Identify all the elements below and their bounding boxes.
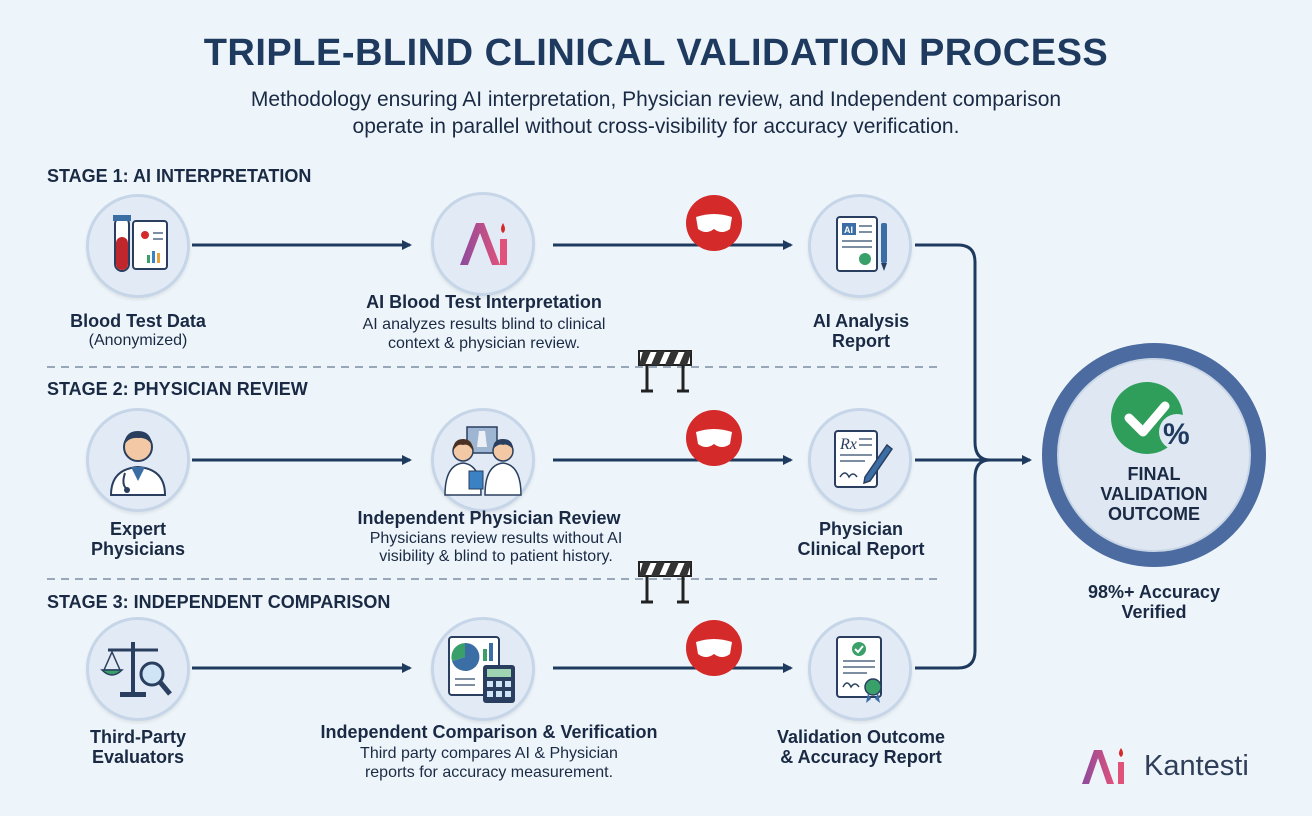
merge-bottom: [915, 458, 991, 670]
ai-report-node: AI: [808, 194, 912, 298]
validation-report-title-2: & Accuracy Report: [780, 747, 942, 767]
stage-3-label: STAGE 3: INDEPENDENT COMPARISON: [47, 592, 391, 612]
accuracy-line-1: 98%+ Accuracy: [1088, 582, 1220, 602]
physician-review-node: [431, 408, 535, 512]
comparison-title: Independent Comparison & Verification: [320, 722, 658, 742]
expert-physicians-node: [86, 408, 190, 512]
comparison-desc-1: Third party compares AI & Physician: [360, 745, 618, 762]
svg-text:AI: AI: [844, 225, 853, 235]
ai-report-title-1: AI Analysis: [812, 311, 910, 331]
physician-report-title-2: Clinical Report: [797, 539, 925, 559]
page-title: TRIPLE-BLIND CLINICAL VALIDATION PROCESS: [203, 32, 1109, 74]
physician-review-desc-2: visibility & blind to patient history.: [379, 548, 613, 565]
comparison-node: [431, 617, 535, 721]
physician-report-title: Physician Clinical Report: [797, 519, 924, 559]
brand-logo: Kantesti: [1080, 746, 1249, 786]
expert-physicians-title-1: Expert: [109, 519, 167, 539]
ai-logo-icon: [460, 223, 507, 265]
expert-physicians-title-2: Physicians: [90, 539, 186, 559]
final-outcome-ring: % FINAL VALIDATION OUTCOME: [1042, 343, 1266, 567]
physician-report-node: Rx: [808, 408, 912, 512]
stage-1-label: STAGE 1: AI INTERPRETATION: [47, 166, 312, 186]
evaluators-node: [86, 617, 190, 721]
merge-top: [915, 243, 991, 462]
ai-interpretation-desc-2: context & physician review.: [387, 335, 581, 352]
evaluators-title-2: Evaluators: [91, 747, 185, 767]
final-outcome-label: FINAL VALIDATION OUTCOME: [1079, 464, 1229, 524]
evaluators-title-1: Third-Party: [89, 727, 187, 747]
blindfold-icon: [686, 195, 742, 251]
ai-report-title: AI Analysis Report: [813, 311, 909, 351]
accuracy-line-2: Verified: [1121, 602, 1187, 622]
blood-test-sub: (Anonymized): [88, 332, 188, 349]
final-outcome-line-1: FINAL: [1127, 464, 1181, 484]
ai-report-title-2: Report: [832, 331, 890, 351]
expert-physicians-title: Expert Physicians: [91, 519, 185, 559]
ai-interpretation-desc-1: AI analyzes results blind to clinical: [362, 316, 606, 333]
physician-report-title-1: Physician: [818, 519, 904, 539]
scales-icon: [100, 642, 172, 697]
final-outcome-line-3: OUTCOME: [1108, 504, 1200, 524]
svg-text:Rx: Rx: [839, 436, 857, 453]
blood-test-title: Blood Test Data: [70, 311, 206, 331]
physicians-icon: [444, 426, 522, 496]
blindfold-icon: [686, 410, 742, 466]
barrier-icon: [638, 350, 692, 393]
physician-review-title: Independent Physician Review: [357, 508, 621, 528]
barrier-icon: [638, 561, 692, 604]
stage-2-label: STAGE 2: PHYSICIAN REVIEW: [47, 379, 308, 399]
page-subtitle: Methodology ensuring AI interpretation, …: [206, 86, 1106, 140]
ai-interpretation-node: [431, 192, 535, 296]
ai-interpretation-title: AI Blood Test Interpretation: [366, 292, 602, 312]
blood-test-node: [86, 194, 190, 298]
brand-name: Kantesti: [1144, 749, 1249, 782]
final-outcome-line-2: VALIDATION: [1100, 484, 1208, 504]
subtitle-line-2: operate in parallel without cross-visibi…: [352, 115, 960, 138]
comparison-desc-2: reports for accuracy measurement.: [364, 764, 614, 781]
svg-text:%: %: [1163, 418, 1190, 451]
blindfold-icon: [686, 620, 742, 676]
validation-report-node: [808, 617, 912, 721]
doctor-icon: [109, 431, 167, 496]
kantesti-logo-icon: [1082, 748, 1124, 784]
charts-calculator-icon: [448, 636, 515, 703]
evaluators-title: Third-Party Evaluators: [90, 727, 186, 767]
accuracy-label: 98%+ Accuracy Verified: [1069, 582, 1239, 622]
subtitle-line-1: Methodology ensuring AI interpretation, …: [250, 88, 1062, 111]
ai-report-icon: AI: [836, 216, 887, 272]
check-percent-icon: %: [1111, 382, 1195, 454]
validation-report-title: Validation Outcome & Accuracy Report: [777, 727, 945, 767]
certificate-icon: [836, 636, 882, 703]
blood-test-icon: [113, 215, 168, 272]
validation-report-title-1: Validation Outcome: [776, 727, 946, 747]
prescription-icon: Rx: [834, 430, 894, 488]
final-outcome-inner: % FINAL VALIDATION OUTCOME: [1057, 358, 1251, 552]
physician-review-desc-1: Physicians review results without AI: [369, 530, 623, 547]
